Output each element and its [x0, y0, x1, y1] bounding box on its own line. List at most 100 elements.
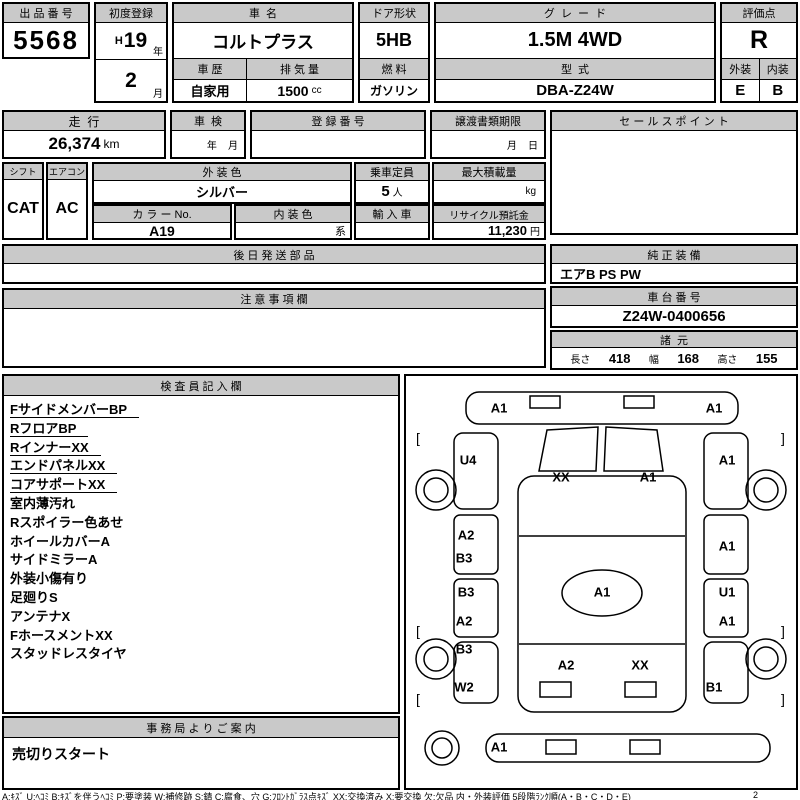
svg-text:]: ]: [781, 623, 785, 639]
month-unit: 月: [153, 89, 163, 100]
equipment-value: エアB PS PW: [560, 267, 641, 282]
sales-point-label: セ ー ル ス ポ イ ン ト: [552, 112, 796, 131]
width-label: 幅: [648, 354, 659, 366]
aircon-box: エアコン AC: [46, 162, 88, 240]
displacement-value: 1500: [277, 82, 309, 99]
mileage-unit: km: [103, 137, 120, 151]
max-load-box: 最大積載量 kg: [432, 162, 546, 204]
import-car-label: 輸 入 車: [356, 206, 428, 223]
interior-grade-label: 内装: [759, 59, 796, 80]
svg-text:[: [: [416, 623, 420, 639]
capacity-value-cell: 5 人: [356, 181, 428, 202]
door-shape-label: ドア形状: [360, 4, 428, 23]
car-outline-drawing: [] [] []: [415, 391, 787, 766]
recycle-deposit-box: リサイクル預託金 11,230 円: [432, 204, 546, 240]
width-value: 168: [677, 350, 700, 366]
transfer-deadline-value: 月 日: [506, 140, 538, 152]
later-parts-body: [4, 264, 544, 282]
chassis-number-value: Z24W-0400656: [622, 307, 726, 325]
displacement-label: 排 気 量: [247, 59, 352, 80]
page-number: 2: [752, 790, 758, 800]
color-number-box: カ ラ ー No. A19: [92, 204, 232, 240]
exterior-grade-label: 外装: [722, 59, 760, 80]
registration-number-label: 登 録 番 号: [252, 112, 424, 131]
specs-label: 諸 元: [552, 332, 796, 348]
inspection-note: RインナーXX: [4, 439, 398, 458]
damage-code-label: U4: [459, 452, 477, 468]
damage-code-label: B3: [455, 641, 473, 657]
exterior-color-label: 外 装 色: [94, 164, 350, 181]
capacity-label: 乗車定員: [356, 164, 428, 181]
inspection-note: 足廻りS: [10, 589, 58, 605]
damage-code-label: A2: [457, 527, 475, 543]
mileage-label: 走 行: [4, 112, 164, 131]
exterior-grade-value: E: [722, 80, 760, 101]
later-parts-box: 後 日 発 送 部 品: [2, 244, 546, 284]
damage-code-label: XX: [631, 657, 649, 673]
damage-code-label: A1: [639, 469, 657, 485]
score-value: R: [722, 23, 796, 59]
damage-code-label: A1: [718, 613, 736, 629]
shift-label: シフト: [4, 164, 42, 180]
sales-point-box: セ ー ル ス ポ イ ン ト: [550, 110, 798, 235]
fuel-value: ガソリン: [369, 84, 418, 98]
interior-color-box: 内 装 色 系: [234, 204, 352, 240]
inspection-note: コアサポートXX: [4, 476, 398, 495]
svg-text:[: [: [416, 691, 420, 707]
auction-number-label: 出 品 番 号: [4, 4, 88, 23]
recycle-deposit-label: リサイクル預託金: [434, 206, 544, 223]
transfer-deadline-box: 譲渡書類期限 月 日: [430, 110, 546, 159]
inspection-label: 車 検: [172, 112, 244, 131]
damage-code-label: U1: [718, 584, 736, 600]
interior-grade-value: B: [772, 82, 784, 99]
fuel-label: 燃 料: [360, 59, 428, 80]
inspection-note: FホースメントXX: [10, 627, 113, 643]
year-unit: 年: [153, 47, 163, 58]
aircon-label: エアコン: [48, 164, 86, 180]
era-code: H: [114, 35, 123, 47]
damage-code-label: A1: [490, 739, 508, 755]
interior-color-label: 内 装 色: [236, 206, 350, 223]
recycle-deposit-cell: 11,230 円: [434, 223, 544, 238]
mileage-value: 26,374: [48, 134, 101, 153]
displacement-unit: cc: [311, 85, 322, 96]
office-notice-label: 事 務 局 よ り ご 案 内: [4, 718, 398, 738]
car-name-box: 車 名 コルトプラス 車 歴 排 気 量 自家用 1500 cc: [172, 2, 354, 103]
grade-value: 1.5M 4WD: [436, 23, 714, 59]
inspector-notes-label: 検 査 員 記 入 欄: [4, 376, 398, 396]
damage-code-label: A2: [455, 613, 473, 629]
chassis-number-label: 車 台 番 号: [552, 288, 796, 306]
grade-box: グ レ ー ド 1.5M 4WD 型 式 DBA-Z24W: [434, 2, 716, 103]
car-name-value: コルトプラス: [174, 23, 352, 59]
capacity-value: 5: [381, 183, 390, 200]
svg-text:]: ]: [781, 430, 785, 446]
shift-value: CAT: [7, 200, 39, 217]
inspection-note: ホイールカバーA: [10, 533, 110, 549]
damage-code-label: B1: [705, 679, 723, 695]
transfer-deadline-label: 譲渡書類期限: [432, 112, 544, 131]
caution-body: [4, 309, 544, 366]
length-label: 長さ: [570, 354, 591, 366]
max-load-label: 最大積載量: [434, 164, 544, 181]
auction-number-value: 5568: [13, 24, 79, 55]
equipment-label: 純 正 装 備: [552, 246, 796, 264]
max-load-unit: kg: [525, 186, 536, 197]
door-shape-value: 5HB: [360, 23, 428, 59]
first-registration-label: 初度登録: [96, 4, 166, 23]
recycle-deposit-amount: 11,230: [487, 223, 527, 238]
sales-point-body: [552, 131, 796, 233]
displacement-value-cell: 1500 cc: [247, 80, 352, 101]
inspection-note: スタッドレスタイヤ: [10, 646, 127, 662]
model-label: 型 式: [436, 59, 714, 80]
first-registration-month: 2: [125, 68, 137, 92]
svg-text:[: [: [416, 430, 420, 446]
damage-code-label: B3: [455, 550, 473, 566]
first-registration-year: 19: [123, 29, 148, 52]
later-parts-label: 後 日 発 送 部 品: [4, 246, 544, 264]
